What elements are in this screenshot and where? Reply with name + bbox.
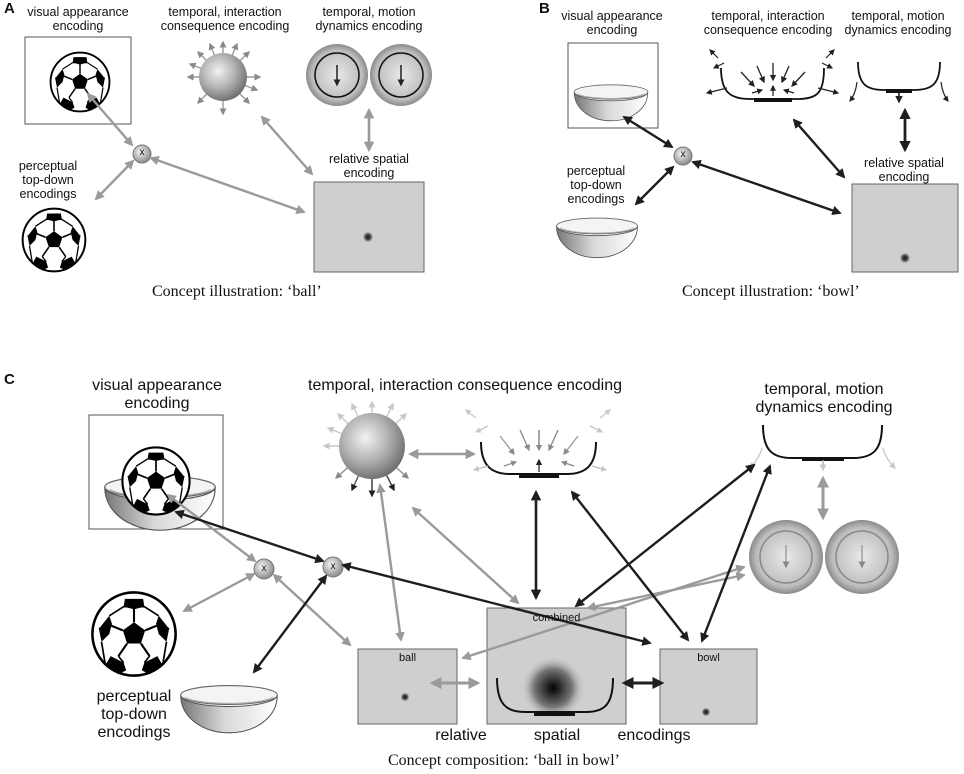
panel-b-caption: Concept illustration: ‘bowl’ (682, 283, 860, 300)
panel-a-perceptual-label: perceptual top-down encodings (18, 159, 78, 201)
motion-bowl-icon (849, 61, 949, 104)
panel-c-node1-label: x (261, 563, 267, 574)
interaction-sphere-icon (186, 40, 262, 116)
panel-c-visual-label: visual appearance encoding (92, 377, 222, 412)
bowl-icon (556, 217, 638, 259)
relative-label: relative (435, 727, 487, 744)
panel-b-spatial-label: relative spatial encoding (864, 156, 944, 184)
bowl-box-label: bowl (697, 652, 720, 664)
panel-a-interaction-label: temporal, interaction consequence encodi… (160, 5, 290, 33)
motion-discs-icon (749, 520, 899, 594)
spatial-box-a (313, 181, 425, 273)
panel-a-motion-label: temporal, motion dynamics encoding (315, 5, 423, 33)
panel-c-letter: C (4, 371, 15, 388)
encodings-label: encodings (617, 727, 691, 744)
interaction-bowl-icon (465, 409, 611, 478)
panel-b-interaction-label: temporal, interaction consequence encodi… (703, 9, 833, 37)
panel-b-visual-label: visual appearance encoding (561, 9, 663, 37)
panel-a-letter: A (4, 0, 15, 17)
panel-b-motion-label: temporal, motion dynamics encoding (844, 9, 952, 37)
soccer-ball-icon (21, 207, 87, 273)
interaction-sphere-icon (322, 400, 410, 498)
ball-box-label: ball (398, 652, 417, 664)
panel-c (88, 400, 899, 734)
panel-a-spatial-label: relative spatial encoding (329, 152, 409, 180)
spatial-box-b (851, 183, 959, 273)
motion-discs-icon (306, 44, 432, 106)
node-x-b (673, 146, 693, 166)
panel-a-visual-label: visual appearance encoding (27, 5, 129, 33)
panel-b-node-label: x (680, 149, 686, 160)
motion-bowl-icon (749, 424, 896, 472)
node-x-a (132, 144, 152, 164)
panel-a-caption: Concept illustration: ‘ball’ (152, 283, 322, 300)
panel-c-motion-label: temporal, motion dynamics encoding (755, 381, 893, 416)
soccer-ball-icon (91, 591, 177, 677)
panel-c-interaction-label: temporal, interaction consequence encodi… (308, 377, 622, 394)
panel-a-node-label: x (139, 147, 145, 158)
spatial-label: spatial (533, 727, 581, 744)
panel-c-caption: Concept composition: ‘ball in bowl’ (388, 752, 620, 769)
panel-c-node2-label: x (330, 561, 336, 572)
interaction-bowl-icon (705, 49, 840, 102)
panel-b-perceptual-label: perceptual top-down encodings (566, 164, 626, 206)
panel-b (556, 42, 959, 273)
panel-c-perceptual-label: perceptual top-down encodings (96, 688, 172, 741)
soccer-ball-icon (49, 51, 111, 113)
panel-b-letter: B (539, 0, 550, 17)
bowl-icon (180, 685, 278, 734)
combined-box-label: combined (532, 612, 581, 624)
panel-a (21, 36, 432, 273)
